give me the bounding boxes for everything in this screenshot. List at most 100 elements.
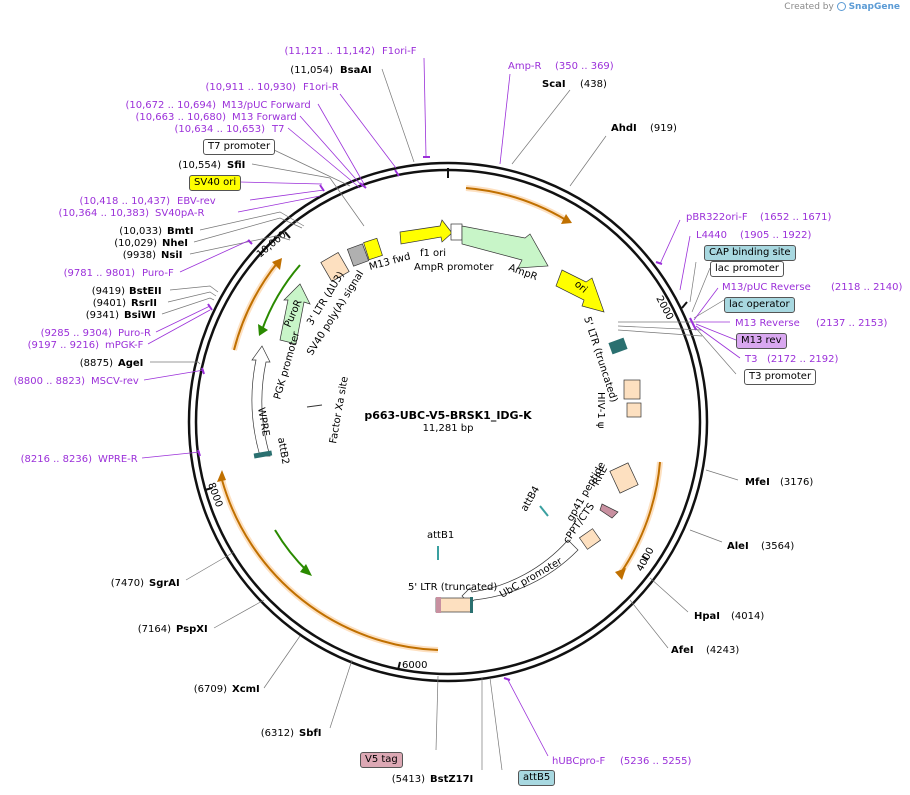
box-lac-operator-label: lac operator <box>729 299 790 310</box>
tick-marks <box>204 231 688 671</box>
tick-2000 <box>681 301 688 309</box>
label-ubc-promoter: UbC promoter <box>498 556 565 601</box>
feature-attb2-mark <box>253 450 273 459</box>
enzyme-bsteii-pos: (9419) <box>92 286 125 297</box>
leader-t3-promoter <box>693 325 737 375</box>
enzyme-nsii-name: NsiI <box>161 250 182 261</box>
tick-10000 <box>284 231 291 239</box>
primer-wpre-r-name: WPRE-R <box>98 454 138 465</box>
primer-mpgk-f-name: mPGK-F <box>105 340 144 351</box>
enzyme-leaders <box>150 68 739 771</box>
leader-nsii <box>189 235 291 255</box>
box-m13-rev-label: M13 rev <box>741 335 782 346</box>
feature-factorxa-mark <box>306 404 323 408</box>
leader-amp-r <box>499 73 511 165</box>
orange-arc-4 <box>233 261 279 351</box>
primer-pbr322-name: pBR322ori-F <box>686 212 748 223</box>
orange-arc-3 <box>221 479 439 651</box>
leader-xcmi <box>263 635 301 689</box>
primer-mscv-rev-range: (8800 .. 8823) <box>14 376 86 387</box>
box-sv40-ori-label: SV40 ori <box>194 177 237 188</box>
primer-t7-name: T7 <box>271 124 284 135</box>
box-t3-promoter-label: T3 promoter <box>749 371 812 382</box>
primer-f1ori-f-name: F1ori-F <box>382 46 417 57</box>
orange-arcs <box>219 185 663 653</box>
enzyme-alei-name: AleI <box>727 541 749 552</box>
primer-m13-reverse-range: (2137 .. 2153) <box>816 318 888 329</box>
leader-t7 <box>287 127 361 189</box>
leader-bmti <box>199 211 305 231</box>
leader-bsaai <box>381 68 415 163</box>
enzyme-hpai-pos: (4014) <box>731 611 764 622</box>
enzyme-ahdi-pos: (919) <box>650 123 677 134</box>
enzyme-sfii-name: SfiI <box>227 160 245 171</box>
label-f1ori: f1 ori <box>420 248 446 259</box>
box-v5-tag-label: V5 tag <box>365 754 398 765</box>
enzyme-bsaai-name: BsaAI <box>340 65 372 76</box>
enzyme-sbfi-name: SbfI <box>299 728 321 739</box>
feature-sv40ori-box <box>363 237 383 261</box>
leader-m13puc-rev <box>693 287 719 321</box>
primer-m13puc-rev-name: M13/pUC Reverse <box>722 282 811 293</box>
enzyme-bstz17i-pos: (5413) <box>392 774 425 785</box>
orange-arrowhead-1 <box>561 214 572 224</box>
green-arc-1 <box>261 264 301 331</box>
label-ltr5-bottom: 5' LTR (truncated) <box>408 582 497 593</box>
primer-hubcpro-f-range: (5236 .. 5255) <box>620 756 692 767</box>
enzyme-rsrii-name: RsrII <box>131 298 157 309</box>
feature-ltr3-box <box>320 251 350 283</box>
marker-hubcpro <box>503 677 511 681</box>
primer-puro-f-range: (9781 .. 9801) <box>64 268 136 279</box>
primer-m13puc-fwd-range: (10,672 .. 10,694) <box>126 100 217 111</box>
leader-hpai <box>649 577 689 613</box>
leader-sgrai <box>185 551 235 581</box>
orange-arc-1 <box>465 187 567 221</box>
box-lac-promoter: lac promoter <box>710 261 784 277</box>
green-arrowhead-2 <box>300 564 312 576</box>
leader-bsiwi <box>161 297 215 315</box>
primer-t3-range: (2172 .. 2192) <box>767 354 839 365</box>
snapgene-logo-icon <box>836 2 846 11</box>
primer-f1ori-f-range: (11,121 .. 11,142) <box>285 46 376 57</box>
leader-v5tag <box>435 675 439 751</box>
box-t3-promoter: T3 promoter <box>744 369 817 385</box>
feature-hiv-psi-box-2 <box>626 402 642 418</box>
leader-ltr-right-3 <box>617 329 703 337</box>
primer-ebv-rev-name: EBV-rev <box>177 196 216 207</box>
enzyme-alei-pos: (3564) <box>761 541 794 552</box>
primer-markers <box>197 156 697 681</box>
feature-f1ori-box <box>450 223 463 241</box>
label-attb4: attB4 <box>519 484 542 513</box>
feature-ltr5-bottom-mark-r <box>470 597 473 613</box>
leader-rsrii <box>167 291 217 303</box>
leader-hubcpro-f <box>507 679 549 757</box>
enzyme-hpai-name: HpaI <box>694 611 720 622</box>
leader-m13rev-box <box>695 323 737 341</box>
enzyme-sgrai-pos: (7470) <box>111 578 144 589</box>
snapgene-watermark: Created by SnapGene <box>784 2 900 12</box>
orange-arrowhead-2 <box>615 568 626 580</box>
primer-mscv-rev-name: MSCV-rev <box>91 376 139 387</box>
green-arc-2 <box>274 529 309 573</box>
enzyme-labels: (11,054) BsaAI ScaI (438) AhdI (919) (10… <box>80 65 814 785</box>
marker-mscv <box>201 367 205 375</box>
leader-puro-r <box>155 305 211 333</box>
box-attb5-label: attB5 <box>523 772 551 783</box>
primer-m13-reverse-name: M13 Reverse <box>735 318 800 329</box>
enzyme-sfii-pos: (10,554) <box>178 160 221 171</box>
orange-arrowhead-4 <box>272 258 282 270</box>
enzyme-xcmi-name: XcmI <box>232 684 260 695</box>
primer-puro-f-name: Puro-F <box>142 268 174 279</box>
primer-amp-r-range: (350 .. 369) <box>555 61 614 72</box>
label-attb1: attB1 <box>427 530 454 541</box>
marker-sv40-cluster <box>319 184 325 192</box>
primer-f1ori-r-name: F1ori-R <box>303 82 339 93</box>
leader-ltr-right-2 <box>617 325 703 331</box>
leader-bsteii <box>169 285 219 293</box>
leader-mpgk-f <box>147 309 211 345</box>
enzyme-nhei-name: NheI <box>162 238 188 249</box>
enzyme-afei-pos: (4243) <box>706 645 739 656</box>
primer-t3-name: T3 <box>744 354 757 365</box>
primer-sv40pa-r-range: (10,364 .. 10,383) <box>59 208 150 219</box>
